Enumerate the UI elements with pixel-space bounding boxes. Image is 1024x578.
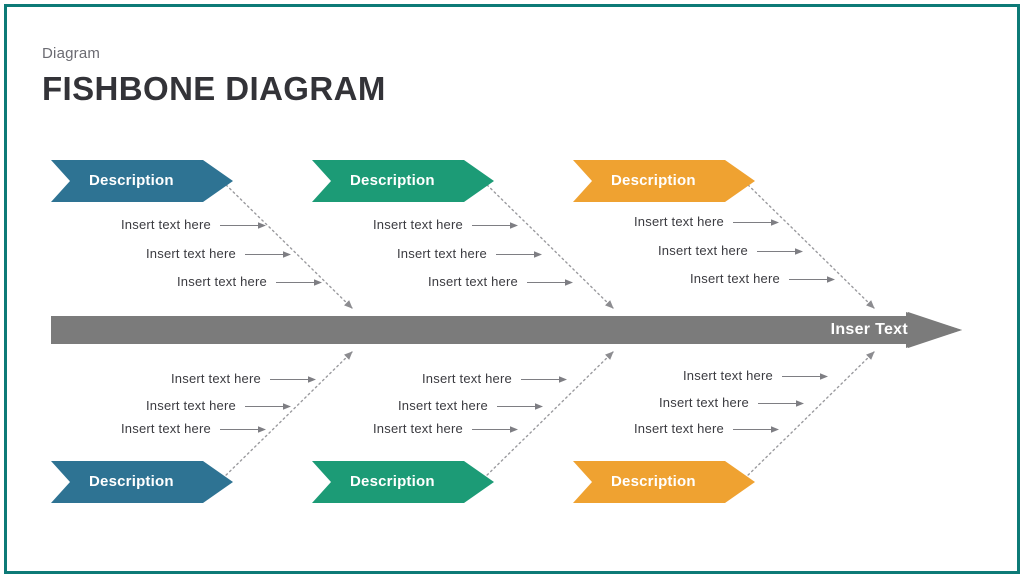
bone-item-label: Insert text here bbox=[634, 421, 724, 436]
bone-item[interactable]: Insert text here bbox=[373, 420, 520, 438]
arrow-right-icon bbox=[269, 375, 316, 383]
branch-banner-label: Description bbox=[89, 473, 174, 490]
branch-banner-label: Description bbox=[350, 473, 435, 490]
arrow-right-icon bbox=[732, 425, 779, 433]
bone-item[interactable]: Insert text here bbox=[634, 420, 781, 438]
arrow-right-icon bbox=[219, 221, 266, 229]
slide-header: Diagram FISHBONE DIAGRAM bbox=[42, 46, 386, 105]
bone-item[interactable]: Insert text here bbox=[428, 273, 575, 291]
branch-banner-top-orange[interactable]: Description bbox=[573, 160, 755, 202]
bone-item-label: Insert text here bbox=[658, 243, 748, 258]
arrow-right-icon bbox=[526, 278, 573, 286]
bone-item[interactable]: Insert text here bbox=[146, 397, 293, 415]
bone-item-label: Insert text here bbox=[397, 246, 487, 261]
branch-banner-label: Description bbox=[350, 172, 435, 189]
chevron-shape-icon bbox=[573, 160, 755, 202]
bone-item-label: Insert text here bbox=[171, 371, 261, 386]
arrow-right-icon bbox=[520, 375, 567, 383]
arrow-right-icon bbox=[495, 250, 542, 258]
bone-item-label: Insert text here bbox=[659, 395, 749, 410]
arrow-right-icon bbox=[757, 399, 804, 407]
bone-item-label: Insert text here bbox=[398, 398, 488, 413]
bone-item-label: Insert text here bbox=[690, 271, 780, 286]
bone-item-label: Insert text here bbox=[146, 398, 236, 413]
bone-item-label: Insert text here bbox=[373, 217, 463, 232]
bone-item-label: Insert text here bbox=[177, 274, 267, 289]
spine-arrow-shape bbox=[51, 312, 962, 348]
arrow-right-icon bbox=[275, 278, 322, 286]
bone-item[interactable]: Insert text here bbox=[171, 370, 318, 388]
branch-banner-top-blue[interactable]: Description bbox=[51, 160, 233, 202]
bone-item[interactable]: Insert text here bbox=[422, 370, 569, 388]
arrow-right-icon bbox=[788, 275, 835, 283]
chevron-shape-icon bbox=[573, 461, 755, 503]
bone-item[interactable]: Insert text here bbox=[398, 397, 545, 415]
bone-item[interactable]: Insert text here bbox=[146, 245, 293, 263]
bone-item-label: Insert text here bbox=[634, 214, 724, 229]
bone-item[interactable]: Insert text here bbox=[397, 245, 544, 263]
arrow-right-icon bbox=[781, 372, 828, 380]
chevron-shape-icon bbox=[51, 461, 233, 503]
bone-item[interactable]: Insert text here bbox=[177, 273, 324, 291]
bone-item[interactable]: Insert text here bbox=[690, 270, 837, 288]
bone-item[interactable]: Insert text here bbox=[658, 242, 805, 260]
chevron-shape-icon bbox=[312, 461, 494, 503]
bone-item[interactable]: Insert text here bbox=[634, 213, 781, 231]
branch-banner-label: Description bbox=[611, 172, 696, 189]
arrow-right-icon bbox=[471, 221, 518, 229]
bone-item-label: Insert text here bbox=[683, 368, 773, 383]
branch-banner-label: Description bbox=[611, 473, 696, 490]
arrow-right-icon bbox=[219, 425, 266, 433]
bone-item[interactable]: Insert text here bbox=[659, 394, 806, 412]
branch-banner-bottom-blue[interactable]: Description bbox=[51, 461, 233, 503]
bone-item-label: Insert text here bbox=[428, 274, 518, 289]
chevron-shape-icon bbox=[312, 160, 494, 202]
eyebrow-label: Diagram bbox=[42, 45, 101, 62]
chevron-shape-icon bbox=[51, 160, 233, 202]
bone-item-label: Insert text here bbox=[121, 421, 211, 436]
bone-item-label: Insert text here bbox=[373, 421, 463, 436]
arrow-right-icon bbox=[471, 425, 518, 433]
branch-banner-top-green[interactable]: Description bbox=[312, 160, 494, 202]
bone-item-label: Insert text here bbox=[146, 246, 236, 261]
bone-item[interactable]: Insert text here bbox=[121, 216, 268, 234]
bone-item[interactable]: Insert text here bbox=[121, 420, 268, 438]
bone-item[interactable]: Insert text here bbox=[683, 367, 830, 385]
arrow-right-icon bbox=[496, 402, 543, 410]
bone-item-label: Insert text here bbox=[121, 217, 211, 232]
arrow-right-icon bbox=[732, 218, 779, 226]
bone-item[interactable]: Insert text here bbox=[373, 216, 520, 234]
page-title: FISHBONE DIAGRAM bbox=[42, 70, 386, 107]
branch-banner-bottom-green[interactable]: Description bbox=[312, 461, 494, 503]
arrow-right-icon bbox=[244, 250, 291, 258]
bone-item-label: Insert text here bbox=[422, 371, 512, 386]
branch-banner-bottom-orange[interactable]: Description bbox=[573, 461, 755, 503]
spine-label: Inser Text bbox=[830, 321, 908, 338]
branch-banner-label: Description bbox=[89, 172, 174, 189]
arrow-right-icon bbox=[244, 402, 291, 410]
spine-arrow: Inser Text bbox=[51, 312, 962, 348]
arrow-right-icon bbox=[756, 247, 803, 255]
